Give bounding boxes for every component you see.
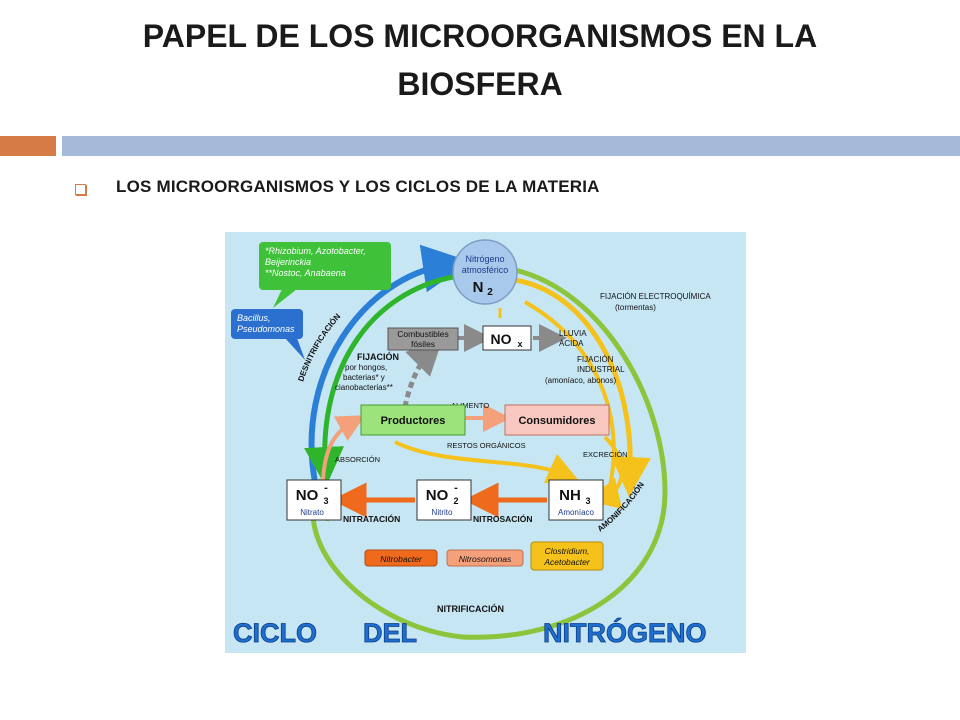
nitrito-name: Nitrito	[432, 508, 453, 517]
fijacion-industrial-line2: INDUSTRIAL	[577, 365, 625, 374]
clostridium-line2: Acetobacter	[543, 557, 591, 567]
accent-bar-orange	[0, 136, 56, 156]
n2-label2: atmosférico	[462, 265, 509, 275]
fixers-line1: *Rhizobium, Azotobacter,	[265, 246, 366, 256]
slide-title-line1: PAPEL DE LOS MICROORGANISMOS EN LA	[142, 18, 818, 54]
nox-subscript: x	[517, 339, 522, 349]
square-bullet-icon	[75, 184, 86, 195]
n2-label1: Nitrógeno	[465, 254, 504, 264]
denitrifiers-line1: Bacillus,	[237, 313, 271, 323]
nitrogen-cycle-diagram: Nitrógeno atmosférico N 2 *Rhizobium, Az…	[225, 232, 746, 653]
nitrogen-atmospheric-node: Nitrógeno atmosférico N 2	[452, 239, 518, 305]
denitrifiers-callout: Bacillus, Pseudomonas	[231, 309, 305, 360]
n2-subscript: 2	[487, 287, 493, 298]
fijacion-arrow	[304, 274, 454, 487]
nitrato-superscript: -	[324, 482, 328, 494]
nox-formula: NO	[491, 331, 512, 347]
productores-box: Productores	[360, 404, 466, 436]
nitrato-name: Nitrato	[300, 508, 324, 517]
clostridium-tag: Clostridium, Acetobacter	[530, 541, 604, 571]
nitrosomonas-tag: Nitrosomonas	[446, 549, 524, 567]
slide-title: PAPEL DE LOS MICROORGANISMOS EN LA BIOSF…	[60, 12, 900, 108]
accent-bar-blue	[62, 136, 960, 156]
nitrito-formula: NO	[426, 487, 449, 504]
absorcion-arrow	[321, 415, 366, 481]
amoniaco-box: NH 3 Amoníaco	[548, 479, 604, 521]
restos-arrow	[394, 440, 580, 484]
nitrito-superscript: -	[454, 482, 458, 494]
nitrosacion-label: NITROSACIÓN	[473, 513, 533, 524]
amoniaco-subscript: 3	[585, 496, 590, 506]
fijacion-bio-line3: cianobacterias**	[335, 383, 393, 392]
nitratacion-label: NITRATACIÓN	[343, 513, 400, 524]
lluvia-line2: ÁCIDA	[559, 339, 584, 348]
combustibles-line1: Combustibles	[397, 329, 449, 339]
fijacion-electro-line2: (tormentas)	[615, 303, 656, 312]
n2-formula: N	[473, 279, 484, 296]
alimento-label: ALIMENTO	[451, 401, 489, 410]
amoniaco-formula: NH	[559, 487, 581, 504]
nitrato-formula: NO	[296, 487, 319, 504]
nitrosomonas-label: Nitrosomonas	[459, 554, 512, 564]
lluvia-line1: LLUVIA	[559, 329, 587, 338]
clostridium-line1: Clostridium,	[545, 546, 590, 556]
fijacion-industrial-line3: (amoníaco, abonos)	[545, 376, 616, 385]
nitrito-box: NO 2 - Nitrito	[416, 479, 472, 521]
fijacion-bio-line2: bacterias* y	[343, 373, 385, 382]
nitrificacion-arc-right	[461, 267, 668, 640]
footer-word2: DEL	[363, 618, 417, 648]
bullet-text: LOS MICROORGANISMOS Y LOS CICLOS DE LA M…	[116, 177, 600, 196]
nox-box: NO x	[482, 325, 532, 351]
excrecion-arrow	[587, 435, 624, 510]
footer-word3: NITRÓGENO	[543, 617, 707, 648]
consumidores-label: Consumidores	[518, 415, 595, 427]
combustibles-box: Combustibles fósiles	[387, 327, 459, 351]
fijacion-industrial-arrow	[524, 300, 616, 488]
fijacion-bio-title: FIJACIÓN	[357, 351, 399, 362]
fijacion-bio-line1: por hongos,	[345, 363, 387, 372]
amoniaco-name: Amoníaco	[558, 508, 595, 517]
fijacion-electro-arrow	[514, 277, 651, 497]
combustion-arrow	[402, 339, 443, 408]
nitrato-box: NO 3 - Nitrato	[286, 479, 342, 521]
denitrifiers-line2: Pseudomonas	[237, 324, 295, 334]
fixers-callout: *Rhizobium, Azotobacter, Beijerinckia **…	[259, 242, 391, 308]
absorcion-label: ABSORCIÓN	[335, 455, 380, 464]
combustibles-line2: fósiles	[411, 339, 435, 349]
nitrobacter-label: Nitrobacter	[380, 554, 423, 564]
nitrificacion-label: NITRIFICACIÓN	[437, 603, 504, 614]
fijacion-electro-line1: FIJACIÓN ELECTROQUÍMICA	[600, 292, 711, 301]
footer-word1: CICLO	[233, 618, 317, 648]
excrecion-label: EXCRECIÓN	[583, 450, 628, 459]
fijacion-industrial-line1: FIJACIÓN	[577, 355, 614, 364]
restos-label: RESTOS ORGÁNICOS	[447, 441, 526, 450]
productores-label: Productores	[381, 415, 446, 427]
desnitrificacion-arrow	[308, 244, 471, 483]
fixers-line2: Beijerinckia	[265, 257, 311, 267]
slide-title-line2: BIOSFERA	[397, 66, 563, 102]
nitrato-subscript: 3	[323, 496, 328, 506]
consumidores-box: Consumidores	[504, 404, 610, 436]
nitrobacter-tag: Nitrobacter	[364, 549, 438, 567]
nitrito-subscript: 2	[453, 496, 458, 506]
fixers-line3: **Nostoc, Anabaena	[265, 268, 346, 278]
